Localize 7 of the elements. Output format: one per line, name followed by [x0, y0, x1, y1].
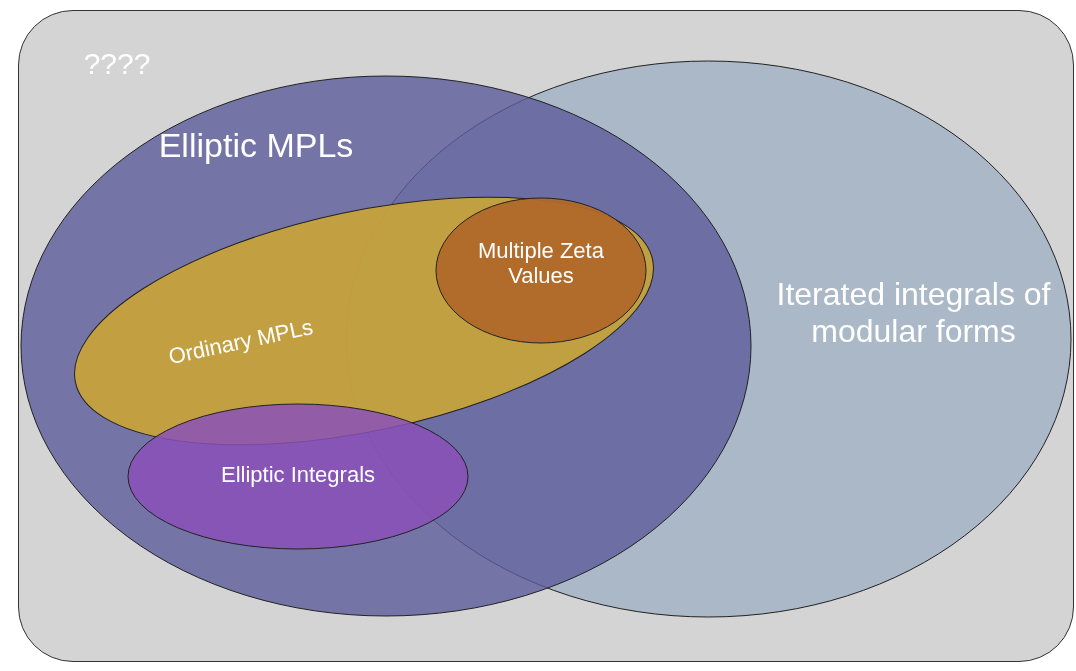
- region-label: Multiple Zeta Values: [477, 238, 605, 289]
- region-label: Iterated integrals of modular forms: [775, 276, 1052, 350]
- region-label: ????: [82, 47, 152, 82]
- region-label: Ordinary MPLs: [165, 313, 316, 372]
- rounded-panel: [18, 10, 1074, 662]
- region-label: Elliptic Integrals: [219, 462, 377, 488]
- region-label: Elliptic MPLs: [157, 126, 355, 166]
